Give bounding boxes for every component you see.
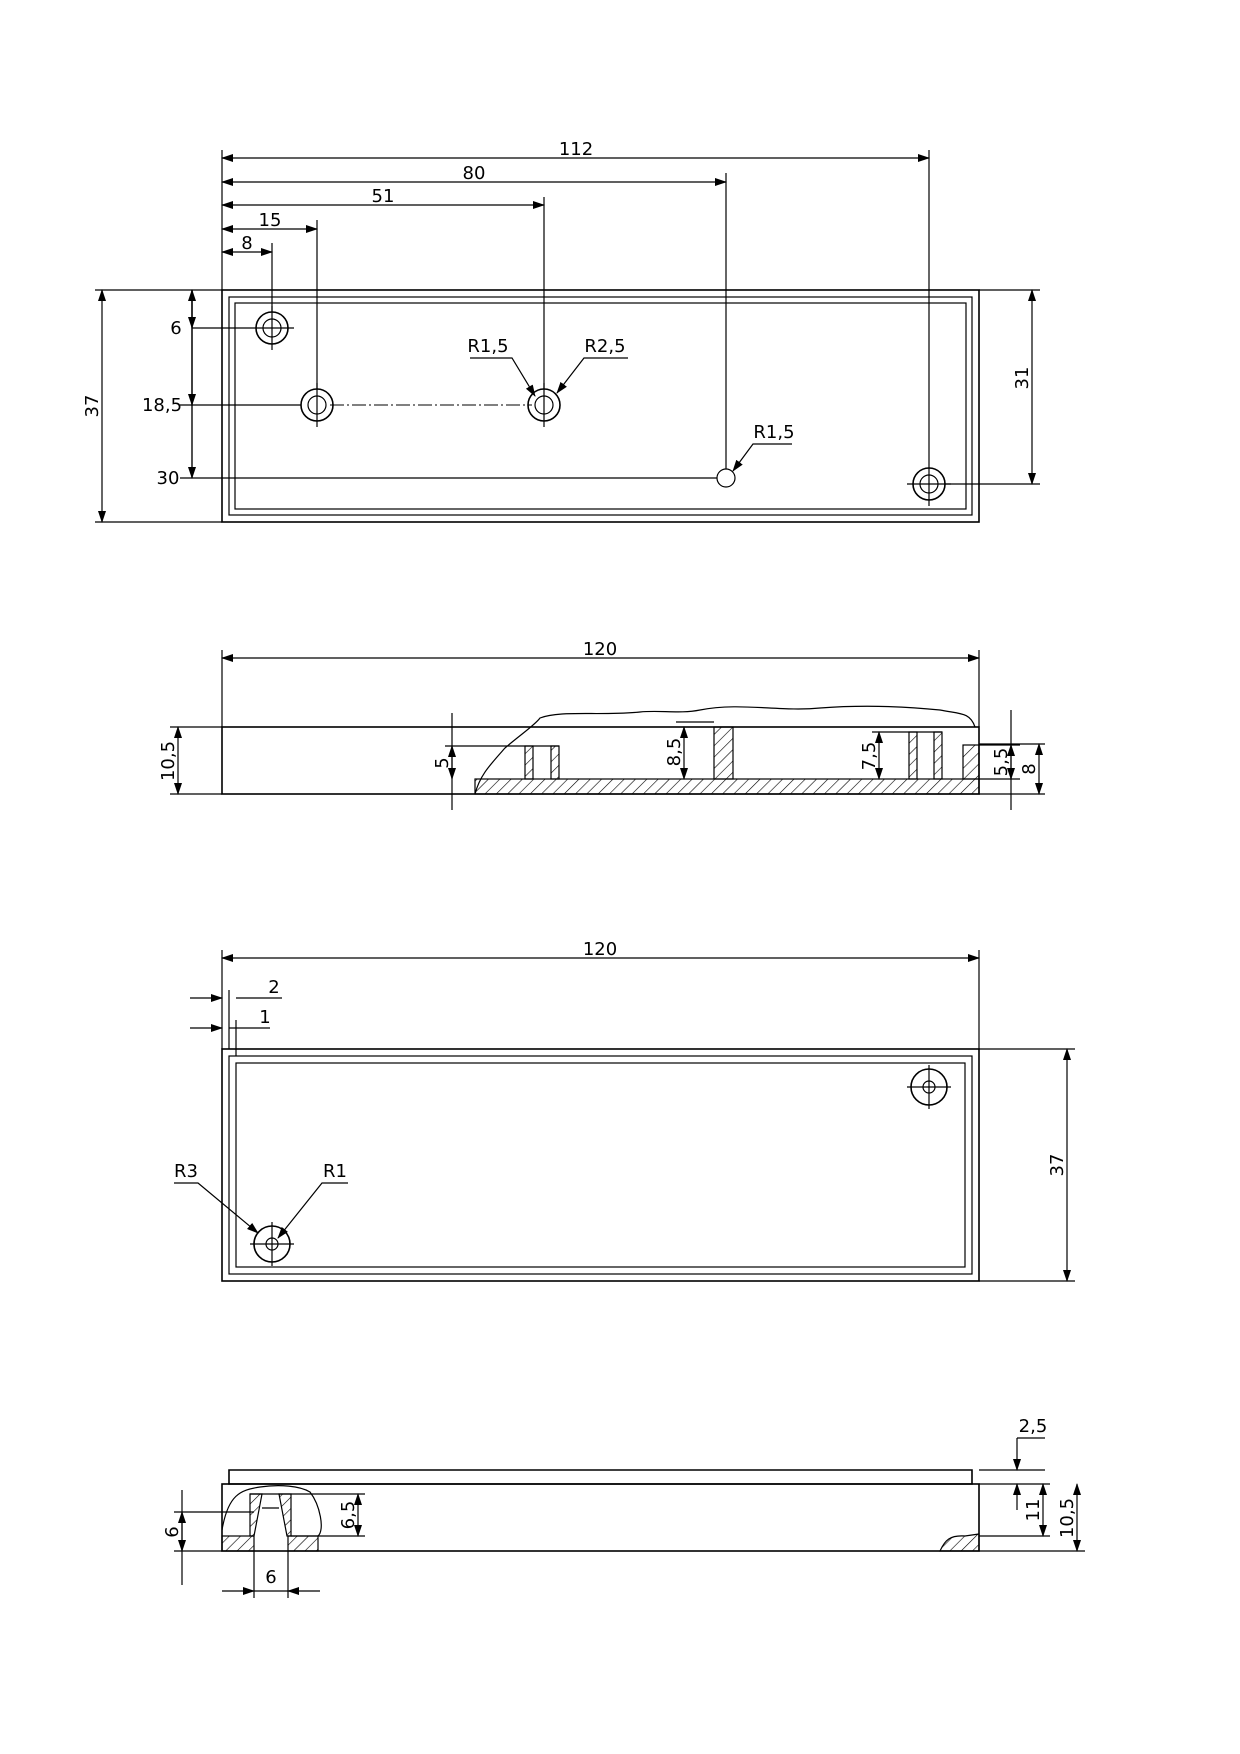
dim-30-label: 30	[157, 468, 180, 489]
hole-right	[907, 462, 951, 506]
hatch-side-mid	[287, 1535, 319, 1552]
hatch-boss-2a	[908, 731, 918, 780]
dim-8-front-label: 8	[1019, 763, 1040, 774]
lid-lip	[228, 1469, 973, 1485]
top-inner-wall-2	[234, 302, 967, 510]
hatch-side-left	[221, 1535, 255, 1552]
bottom-hole-right	[907, 1065, 951, 1109]
r1-label: R1	[323, 1161, 347, 1182]
hatch-wall	[962, 744, 980, 780]
dim-37-bottom-label: 37	[1047, 1154, 1068, 1177]
dim-6-5-label: 6,5	[338, 1501, 359, 1530]
hole-6	[250, 306, 294, 350]
hatch-boss-right	[278, 1493, 292, 1537]
r3-label: R3	[174, 1161, 198, 1182]
dim-10-5-front-label: 10,5	[158, 741, 179, 781]
side-break-left	[221, 1485, 322, 1537]
dim-37-label: 37	[82, 395, 103, 418]
break-line	[474, 705, 976, 795]
dim-8-label: 8	[241, 233, 252, 254]
dim-8-5-label: 8,5	[664, 738, 685, 767]
dim-5-label: 5	[432, 757, 453, 768]
hatch-boss-1a	[524, 745, 534, 780]
dim-120-front-label: 120	[583, 639, 617, 660]
hole-18-5-left	[300, 383, 334, 427]
r2-5-label: R2,5	[584, 336, 625, 357]
hatch-floor	[474, 778, 980, 795]
bottom-inner-wall-2	[235, 1062, 966, 1268]
hatch-rib	[713, 726, 734, 780]
dim-2-5-label: 2,5	[1019, 1416, 1048, 1437]
dim-80-label: 80	[463, 163, 486, 184]
leader-r1-5a	[470, 357, 536, 397]
hatch-boss-left	[249, 1493, 263, 1537]
bottom-outline	[221, 1048, 980, 1282]
top-outline	[221, 289, 980, 523]
top-view: 112 80 51 15 8 37 6 18,5 30 31 R1,5 R2,5	[82, 139, 1040, 523]
top-inner-wall	[228, 296, 973, 516]
bottom-hole-left	[250, 1222, 294, 1266]
dim-7-5-label: 7,5	[859, 742, 880, 771]
dim-2-label: 2	[268, 977, 279, 998]
dim-10-5-side-label: 10,5	[1057, 1498, 1078, 1538]
side-outline	[221, 1483, 980, 1552]
hatch-side-right	[939, 1533, 980, 1552]
dim-15-label: 15	[259, 210, 282, 231]
leader-r1	[277, 1182, 348, 1239]
dim-6-bottom-label: 6	[265, 1567, 276, 1588]
leader-r1-5b	[732, 443, 792, 472]
dim-6-label: 6	[170, 318, 181, 339]
bottom-inner-wall	[228, 1055, 973, 1275]
hole-30	[716, 468, 736, 488]
r1-5b-label: R1,5	[753, 422, 794, 443]
dim-6-side-label: 6	[162, 1526, 183, 1537]
side-section-view: 2,5 11 10,5 6 6,5 6	[162, 1416, 1085, 1598]
r1-5a-label: R1,5	[467, 336, 508, 357]
front-section-view: 120 10,5 5 8,5 7,5 5,5 8	[158, 639, 1045, 810]
dim-1-label: 1	[259, 1007, 270, 1028]
dim-5-5-label: 5,5	[991, 748, 1012, 777]
bottom-view: 120 2 1 37 R3 R1	[174, 939, 1075, 1282]
leader-r3	[174, 1182, 259, 1234]
hatch-boss-2b	[933, 731, 943, 780]
leader-r2-5	[556, 357, 628, 394]
dim-11-label: 11	[1023, 1499, 1044, 1522]
dim-51-label: 51	[372, 186, 395, 207]
dim-18-5-label: 18,5	[142, 395, 182, 416]
dim-31-label: 31	[1012, 367, 1033, 390]
hatch-boss-1b	[550, 745, 560, 780]
hole-18-5-mid	[527, 383, 561, 427]
dim-112-label: 112	[559, 139, 593, 160]
dim-120-bottom-label: 120	[583, 939, 617, 960]
